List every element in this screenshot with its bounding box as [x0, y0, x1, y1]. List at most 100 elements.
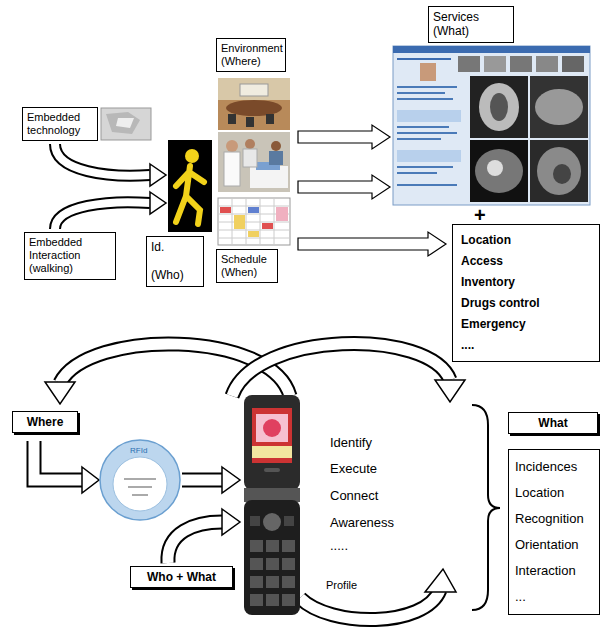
services-screenshot: [535, 89, 583, 125]
services-screenshot: [393, 46, 590, 53]
hollow-curved-arrow: [182, 473, 222, 488]
schedule-image: [218, 198, 290, 245]
tag-box: Where: [12, 411, 78, 433]
box-text: What: [513, 416, 593, 430]
free-label: Execute: [330, 461, 377, 477]
conference-room-photo: [218, 100, 290, 130]
box-text: Environment (Where): [221, 42, 281, 68]
embedded-tech-image: [106, 112, 140, 134]
services-screenshot: [458, 56, 480, 72]
hollow-curved-arrow: [232, 343, 450, 396]
services-screenshot: [470, 140, 528, 202]
services-screenshot: [397, 110, 461, 122]
services-screenshot: [393, 46, 590, 205]
hospital-photo: [269, 151, 283, 165]
box-text: Id.: [151, 240, 199, 254]
walking-figure-icon: [185, 149, 199, 163]
services-screenshot: [536, 56, 558, 72]
hollow-curved-arrow: [150, 164, 166, 186]
mobile-phone: [250, 594, 263, 606]
hollow-arrow: [298, 125, 390, 149]
hospital-photo: [218, 132, 290, 192]
services-screenshot: [397, 98, 453, 100]
services-screenshot: [397, 126, 449, 128]
hospital-photo: [245, 139, 255, 149]
hollow-curved-arrow: [150, 192, 166, 214]
mobile-phone: [284, 516, 294, 526]
mobile-phone: [282, 540, 295, 552]
text-box: Embedded technology: [22, 107, 98, 141]
box-text: Location: [461, 230, 591, 251]
services-screenshot: [397, 92, 445, 94]
embedded-tech-image: [116, 118, 134, 128]
hollow-curved-arrow: [425, 569, 456, 592]
mobile-phone: [250, 540, 263, 552]
services-screenshot: [397, 166, 453, 168]
mobile-phone: [256, 414, 288, 442]
hospital-photo: [271, 141, 281, 151]
free-label: Awareness: [330, 515, 394, 531]
mobile-phone: [244, 488, 300, 502]
hollow-curved-arrow: [168, 522, 222, 563]
services-screenshot: [397, 86, 457, 88]
mobile-phone: [250, 558, 263, 570]
walking-figure-icon: [168, 140, 212, 232]
walking-figure-icon: [168, 140, 212, 232]
curly-brace: [472, 405, 500, 610]
mobile-phone: [264, 468, 280, 472]
box-text: Where: [17, 415, 73, 429]
box-text: Access: [461, 251, 591, 272]
hollow-curved-arrow: [232, 343, 450, 396]
services-screenshot: [490, 93, 508, 121]
hollow-arrow: [298, 232, 446, 256]
mobile-phone: [263, 513, 281, 531]
hospital-photo: [218, 132, 290, 192]
hollow-curved-arrow: [45, 382, 75, 404]
services-screenshot: [420, 63, 436, 81]
box-text: Schedule (When): [221, 253, 273, 279]
service-list: LocationAccessInventoryDrugs controlEmer…: [452, 224, 600, 362]
id-box: Id. (Who): [146, 236, 204, 287]
conference-room-photo: [246, 117, 254, 127]
hospital-photo: [243, 149, 257, 167]
services-screenshot: [397, 150, 461, 162]
schedule-image: [248, 231, 259, 237]
box-text: ....: [461, 335, 591, 356]
hollow-curved-arrow: [55, 144, 150, 176]
hospital-photo: [224, 152, 240, 186]
text-box: Services (What): [428, 6, 514, 43]
schedule-image: [262, 223, 273, 229]
box-text: Embedded Interaction (walking): [29, 236, 111, 276]
box-text: (Who): [151, 268, 199, 282]
services-screenshot: [470, 76, 528, 138]
hollow-curved-arrow: [222, 467, 240, 493]
hollow-curved-arrow: [55, 202, 150, 229]
hollow-curved-arrow: [34, 343, 465, 619]
services-screenshot: [397, 184, 457, 186]
rfid-tag: [100, 440, 180, 520]
rfid-tag: [113, 457, 167, 511]
box-text: Recognition: [515, 506, 593, 532]
hollow-curved-arrow: [168, 522, 222, 563]
tag-box: Who + What: [130, 566, 233, 588]
services-screenshot: [510, 56, 532, 72]
free-label: +: [474, 203, 486, 227]
services-screenshot: [562, 56, 584, 72]
hollow-curved-arrow: [34, 441, 82, 480]
services-screenshot: [475, 149, 523, 193]
embedded-tech-image: [101, 108, 151, 140]
mobile-phone: [266, 594, 279, 606]
box-text: Location: [515, 480, 593, 506]
hollow-curved-arrow: [300, 590, 440, 620]
mobile-phone: [282, 594, 295, 606]
rfid-tag: [100, 440, 180, 520]
hollow-curved-arrow: [34, 441, 82, 480]
conference-room-photo: [218, 78, 290, 130]
hollow-curved-arrow: [55, 202, 150, 229]
hollow-curved-arrow: [300, 590, 440, 620]
walking-figure-icon: [176, 166, 204, 224]
tag-box: What: [508, 412, 598, 434]
free-label: Connect: [330, 488, 378, 504]
box-text: Drugs control: [461, 293, 591, 314]
